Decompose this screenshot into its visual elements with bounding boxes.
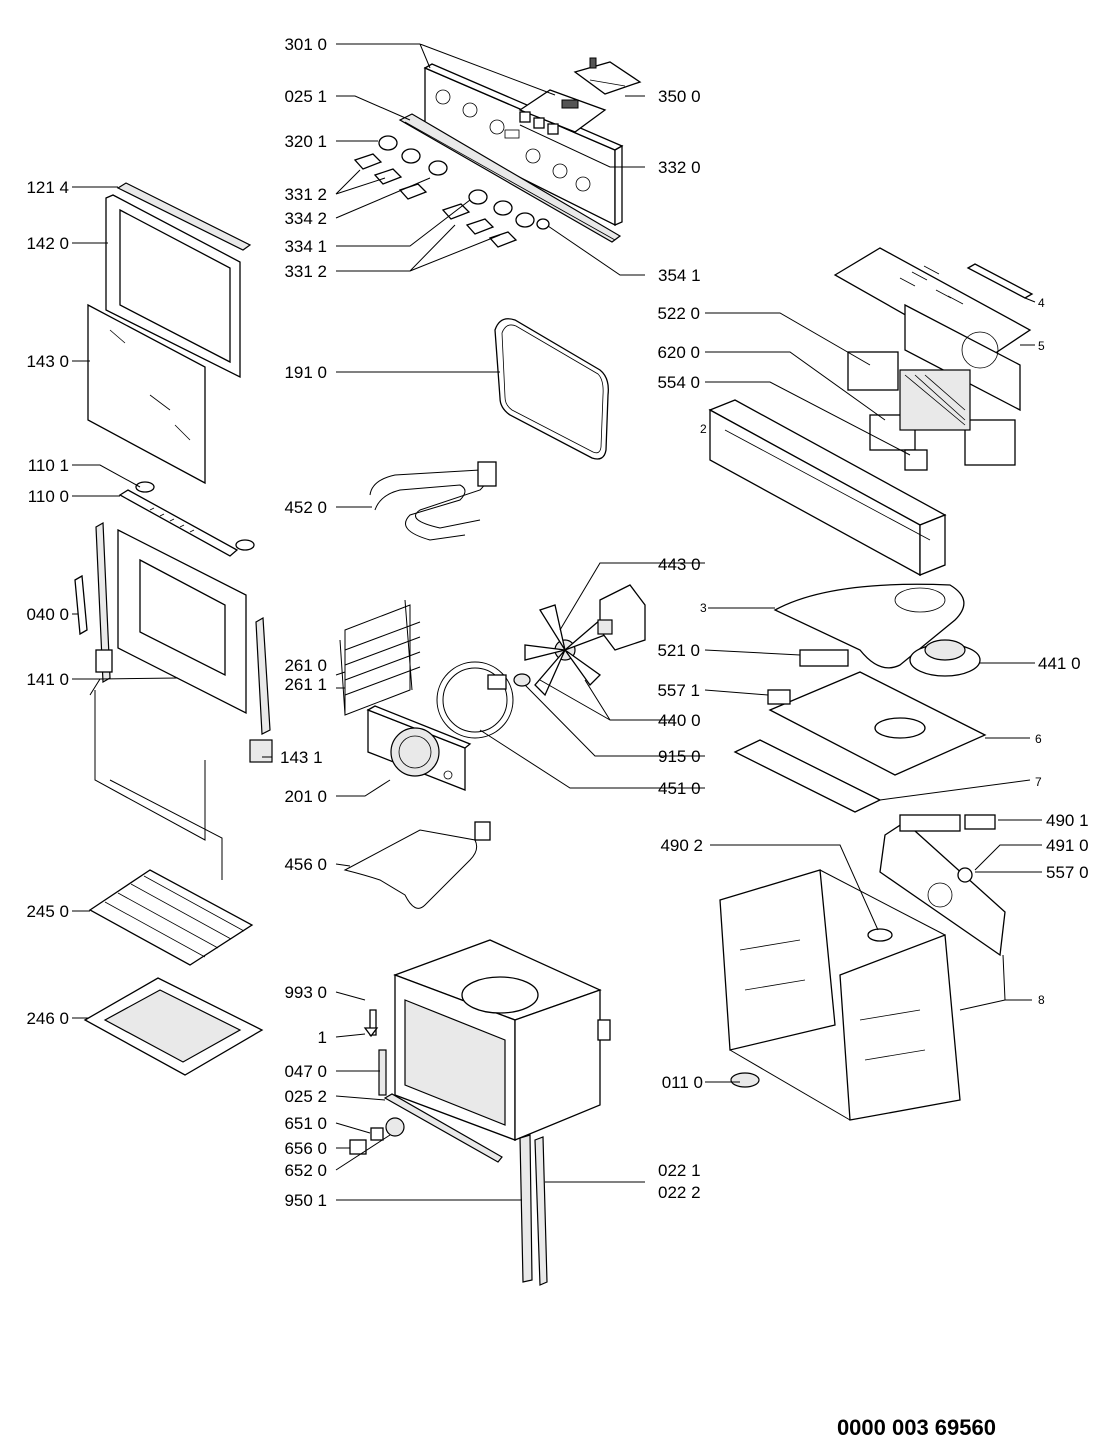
control-board-drawing: [518, 89, 607, 135]
bottom-element-drawing: [343, 821, 491, 909]
ring-element-drawing: [436, 661, 514, 739]
label-261-1: 261 1: [284, 675, 327, 694]
label-554-0: 554 0: [657, 373, 700, 392]
label-620-0: 620 0: [657, 343, 700, 362]
air-deflector-drawing: [773, 583, 965, 669]
label-441-0: 441 0: [1038, 654, 1081, 673]
part-labels: 301 0 350 0 025 1 332 0 320 1 331 2 334 …: [26, 35, 1088, 1440]
door-inner-drawing: [74, 521, 273, 880]
cooling-fan-drawing: [909, 639, 981, 677]
oven-cavity-drawing: [349, 939, 611, 1286]
label-1: 1: [318, 1028, 327, 1047]
label-443-0: 443 0: [658, 555, 701, 574]
label-8: 8: [1038, 993, 1045, 1007]
relays-drawing: [847, 351, 1016, 471]
label-491-0: 491 0: [1046, 836, 1089, 855]
label-334-2: 334 2: [284, 209, 327, 228]
label-022-1: 022 1: [658, 1161, 701, 1180]
label-141-0: 141 0: [26, 670, 69, 689]
label-246-0: 246 0: [26, 1009, 69, 1028]
label-490-2: 490 2: [660, 836, 703, 855]
label-950-1: 950 1: [284, 1191, 327, 1210]
label-121-4: 121 4: [26, 178, 69, 197]
label-522-0: 522 0: [657, 304, 700, 323]
shelf-supports-drawing: [339, 599, 421, 716]
glass-panel-drawing: [87, 303, 206, 485]
label-040-0: 040 0: [26, 605, 69, 624]
baking-tray-drawing: [83, 977, 264, 1076]
wire-rack-drawing: [88, 869, 254, 966]
rear-panel-drawing: [879, 814, 1006, 957]
label-022-2: 022 2: [658, 1183, 701, 1202]
knobs-drawing: [353, 135, 550, 248]
label-656-0: 656 0: [284, 1139, 327, 1158]
label-142-0: 142 0: [26, 234, 69, 253]
label-025-2: 025 2: [284, 1087, 327, 1106]
outer-casing-drawing: [719, 869, 961, 1121]
label-651-0: 651 0: [284, 1114, 327, 1133]
label-110-1: 110 1: [28, 456, 69, 475]
label-652-0: 652 0: [284, 1161, 327, 1180]
label-557-0: 557 0: [1046, 863, 1089, 882]
leader-lines: [72, 43, 1042, 1201]
fan-motor-drawing: [597, 584, 646, 651]
label-521-0: 521 0: [657, 641, 700, 660]
label-320-1: 320 1: [284, 132, 327, 151]
label-451-0: 451 0: [658, 779, 701, 798]
label-440-0: 440 0: [658, 711, 701, 730]
label-2: 2: [700, 422, 707, 436]
grill-element-drawing: [369, 461, 497, 541]
label-011-0: 011 0: [662, 1073, 703, 1092]
label-301-0: 301 0: [284, 35, 327, 54]
label-354-1: 354 1: [658, 266, 701, 285]
label-025-1: 025 1: [284, 87, 327, 106]
label-7: 7: [1035, 775, 1042, 789]
label-261-0: 261 0: [284, 656, 327, 675]
label-331-2-bottom: 331 2: [284, 262, 327, 281]
label-3: 3: [700, 601, 707, 615]
door-gasket-drawing: [494, 318, 609, 460]
document-code: 0000 003 69560: [837, 1415, 996, 1440]
label-143-1: 143 1: [280, 748, 323, 767]
label-191-0: 191 0: [284, 363, 327, 382]
label-334-1: 334 1: [284, 237, 327, 256]
label-4: 4: [1038, 296, 1045, 310]
door-handle-drawing: [118, 481, 255, 557]
label-993-0: 993 0: [284, 983, 327, 1002]
door-outer-drawing: [105, 182, 252, 379]
label-490-1: 490 1: [1046, 811, 1089, 830]
front-frame-drawing: [708, 399, 947, 577]
top-housing-drawing: [833, 247, 1034, 412]
label-047-0: 047 0: [284, 1062, 327, 1081]
back-panel-drawing: [366, 705, 472, 791]
label-201-0: 201 0: [284, 787, 327, 806]
label-915-0: 915 0: [658, 747, 701, 766]
label-350-0: 350 0: [658, 87, 701, 106]
terminal-block-drawing: [767, 649, 849, 705]
label-456-0: 456 0: [284, 855, 327, 874]
label-332-0: 332 0: [658, 158, 701, 177]
label-331-2-top: 331 2: [284, 185, 327, 204]
fan-drawing: [513, 604, 606, 697]
label-557-1: 557 1: [657, 681, 700, 700]
label-245-0: 245 0: [26, 902, 69, 921]
display-module-drawing: [573, 57, 642, 95]
label-5: 5: [1038, 339, 1045, 353]
control-panel-drawing: [398, 63, 624, 243]
label-452-0: 452 0: [284, 498, 327, 517]
label-143-0: 143 0: [26, 352, 69, 371]
label-6: 6: [1035, 732, 1042, 746]
label-110-0: 110 0: [28, 487, 69, 506]
bottom-plate-drawing: [733, 671, 987, 813]
